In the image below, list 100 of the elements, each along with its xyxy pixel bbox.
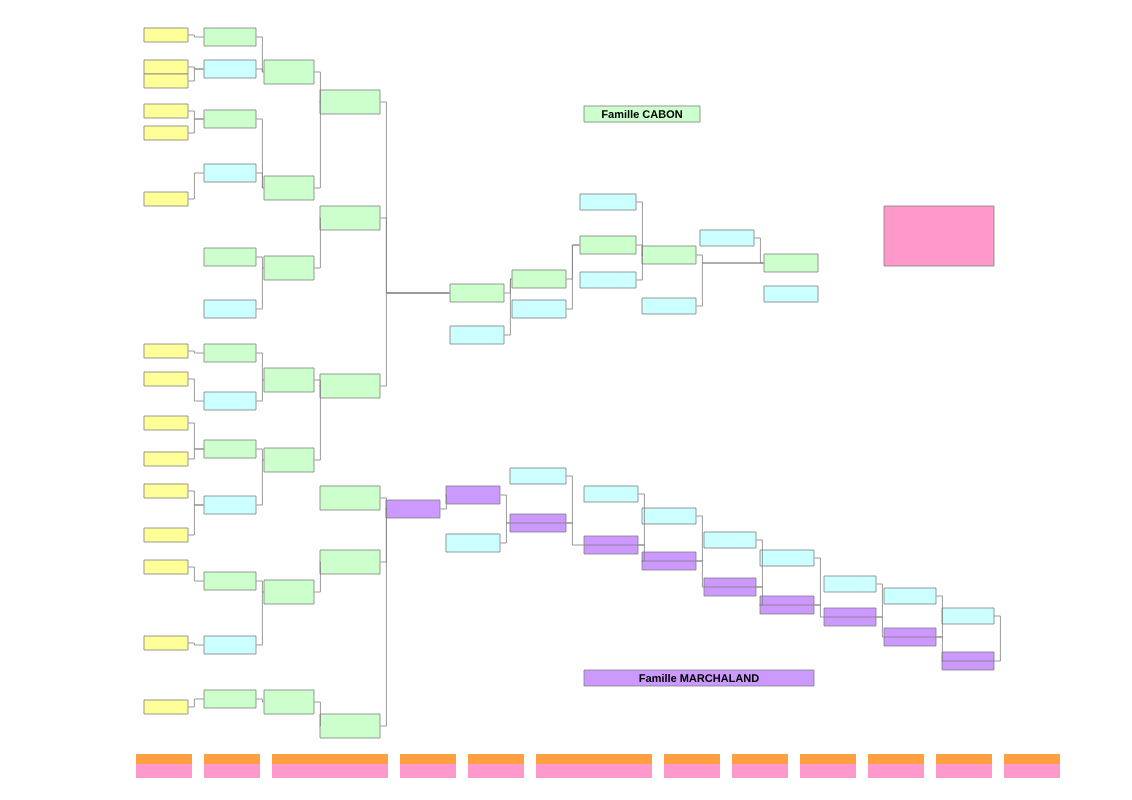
person-box xyxy=(263,579,315,605)
tree-connector xyxy=(188,642,204,646)
tree-connector xyxy=(314,385,321,461)
person-box xyxy=(823,607,877,627)
tree-connector xyxy=(188,448,204,460)
person-box xyxy=(583,535,639,555)
person-box xyxy=(319,485,381,511)
person-box xyxy=(703,577,757,597)
tree-connector xyxy=(256,448,264,461)
person-box xyxy=(579,271,637,289)
person-box xyxy=(763,285,819,303)
person-box xyxy=(143,483,189,499)
tree-connector xyxy=(188,378,204,402)
tree-connector xyxy=(696,560,704,588)
tree-connector xyxy=(256,379,264,402)
tree-connector xyxy=(188,350,204,354)
person-box xyxy=(883,587,937,605)
person-box xyxy=(203,439,257,459)
tree-connector xyxy=(188,698,204,708)
tree-connector xyxy=(188,172,204,200)
person-box xyxy=(143,191,189,207)
person-box xyxy=(143,371,189,387)
tree-connector xyxy=(256,172,264,189)
person-box xyxy=(583,485,639,503)
person-box xyxy=(143,103,189,119)
person-box xyxy=(203,27,257,47)
person-box xyxy=(385,499,441,519)
person-box xyxy=(203,391,257,411)
tree-connector xyxy=(754,237,764,264)
person-box xyxy=(445,485,501,505)
tree-connector xyxy=(703,539,763,588)
person-box xyxy=(143,73,189,89)
tree-connector xyxy=(941,615,1001,662)
person-box xyxy=(143,699,189,715)
tree-connector xyxy=(380,508,387,727)
person-box xyxy=(703,531,757,549)
tree-connector xyxy=(936,636,943,662)
person-box xyxy=(263,175,315,201)
tree-connector xyxy=(188,504,204,536)
tree-connector xyxy=(314,701,321,727)
tree-connector xyxy=(314,101,321,189)
tree-connector xyxy=(883,595,943,638)
tree-connector xyxy=(256,591,264,646)
tree-connector xyxy=(256,459,264,506)
tree-connector xyxy=(380,292,450,387)
tree-connector xyxy=(504,278,512,336)
person-box xyxy=(203,635,257,655)
person-box xyxy=(511,269,567,289)
tree-connector xyxy=(440,494,447,510)
tree-connector xyxy=(500,522,510,544)
person-box xyxy=(143,559,189,575)
person-box xyxy=(143,27,189,43)
person-box xyxy=(143,343,189,359)
person-box xyxy=(143,59,189,75)
person-box xyxy=(319,373,381,399)
person-box xyxy=(823,575,877,593)
tree-connector xyxy=(696,262,764,307)
tree-connector xyxy=(188,566,204,582)
person-box xyxy=(143,125,189,141)
person-box xyxy=(319,89,381,115)
person-box xyxy=(579,235,637,255)
tree-connector xyxy=(188,118,204,134)
person-box xyxy=(449,283,505,303)
person-box xyxy=(203,343,257,363)
tree-connector xyxy=(636,254,643,281)
tree-connector xyxy=(314,71,321,103)
person-box xyxy=(579,193,637,211)
person-box xyxy=(143,451,189,467)
person-box xyxy=(319,549,381,575)
person-box xyxy=(699,229,755,247)
tree-connector xyxy=(188,68,204,82)
tree-connector xyxy=(500,494,510,524)
tree-connector xyxy=(256,267,264,310)
tree-connector xyxy=(814,604,824,618)
tree-connector xyxy=(188,34,204,38)
person-box xyxy=(763,253,819,273)
person-box xyxy=(143,415,189,431)
person-box xyxy=(319,205,381,231)
tree-connector xyxy=(566,522,584,546)
tree-connector xyxy=(256,352,264,381)
tree-connector xyxy=(823,583,883,618)
tree-connector xyxy=(380,497,387,510)
person-box xyxy=(203,247,257,267)
tree-connector xyxy=(638,544,645,562)
person-box xyxy=(263,367,315,393)
tree-connector xyxy=(759,557,821,606)
person-box xyxy=(511,299,567,319)
person-box xyxy=(143,635,189,651)
tree-connector xyxy=(314,561,321,593)
person-box xyxy=(449,325,505,345)
note-box xyxy=(883,205,995,267)
tree-connector xyxy=(641,515,703,562)
tree-connector xyxy=(256,68,264,73)
person-box xyxy=(263,689,315,715)
person-box xyxy=(759,549,815,567)
person-box xyxy=(143,527,189,543)
person-box xyxy=(203,109,257,129)
person-box xyxy=(203,571,257,591)
person-box xyxy=(263,447,315,473)
person-box xyxy=(203,495,257,515)
